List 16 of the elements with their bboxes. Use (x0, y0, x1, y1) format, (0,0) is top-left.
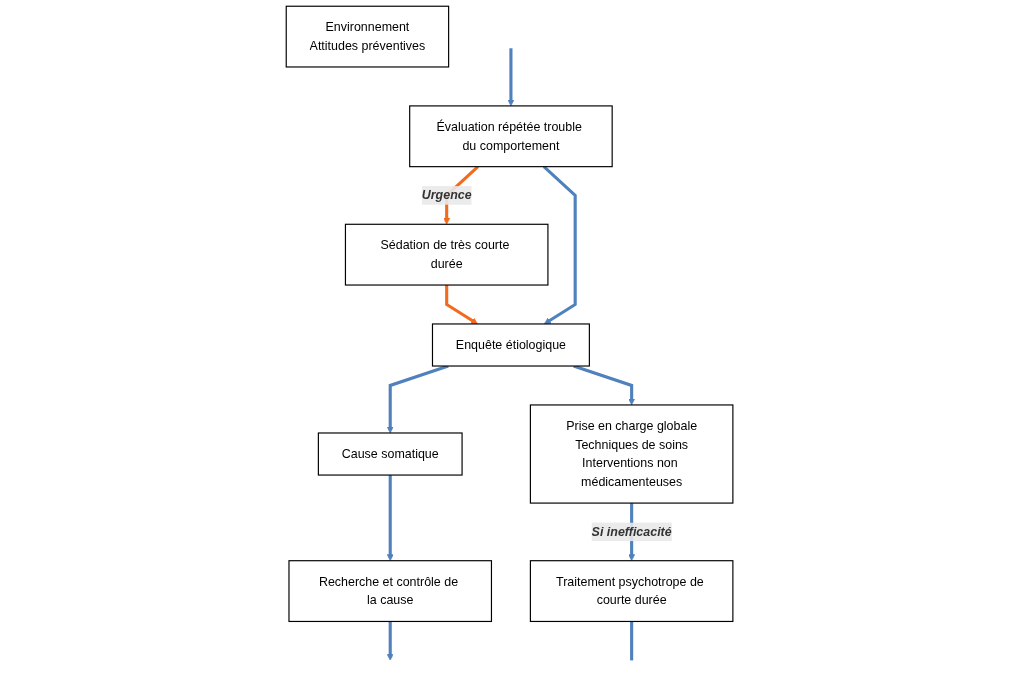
arrow (445, 285, 478, 325)
connector (630, 621, 634, 661)
arrow (542, 165, 577, 325)
node-box: Traitement psychotrope de courte durée (529, 560, 734, 623)
node-box: Prise en charge globale Techniques de soins Interventions non médicamenteuses (529, 404, 734, 504)
edge-label: Si inefficacité (591, 524, 672, 539)
node-box: Évaluation répétée trouble du comportement (409, 105, 613, 168)
node-box: Cause somatique (317, 432, 463, 476)
node-box: Sédation de très courte durée (344, 223, 549, 286)
node-box: Enquête étiologique (431, 323, 590, 367)
arrow (386, 621, 394, 661)
node-box: Recherche et contrôle de la cause (288, 560, 492, 623)
node-box: Environnement Attitudes préventives (285, 5, 450, 68)
edge-label: Urgence (421, 188, 472, 202)
arrow (386, 475, 394, 561)
arrow (507, 48, 515, 107)
